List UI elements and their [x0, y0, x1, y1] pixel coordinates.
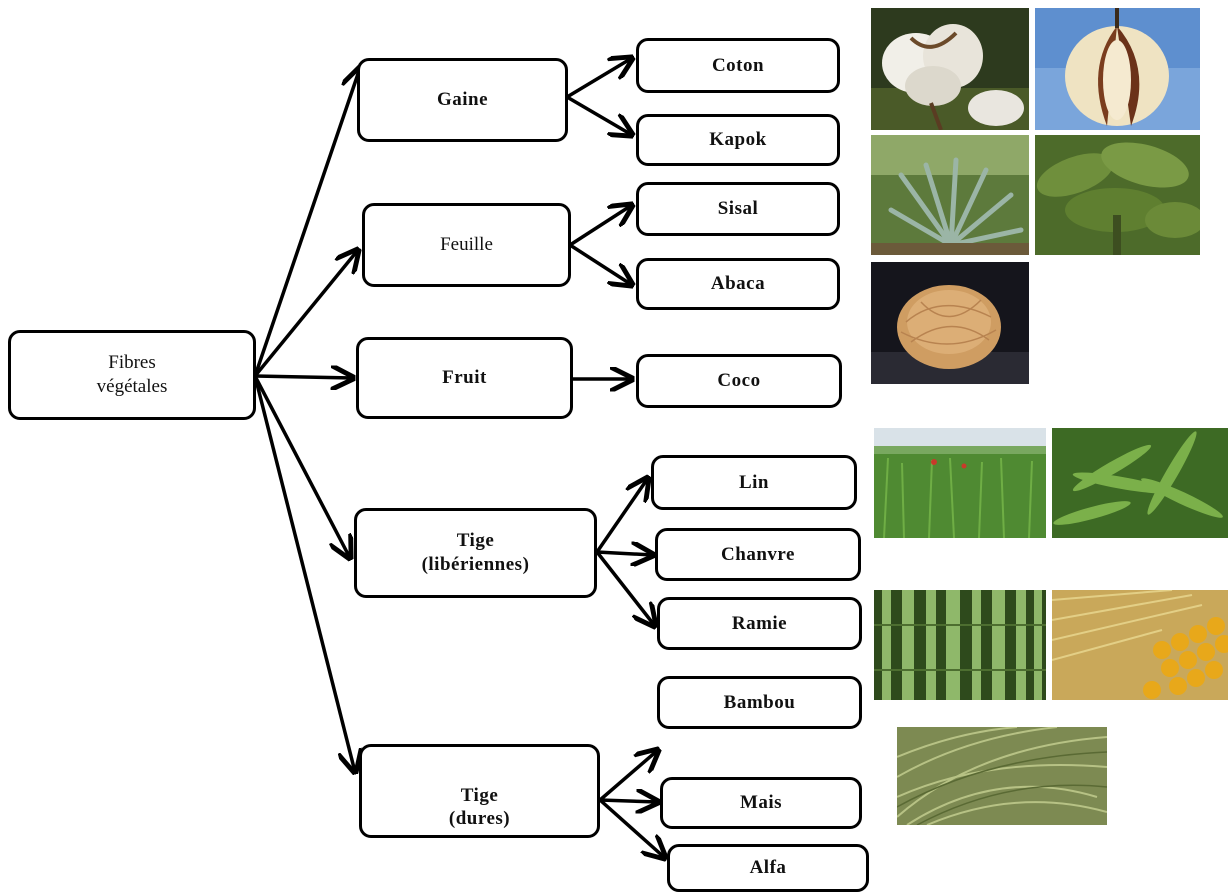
- arrow-gaine-kapok: [566, 95, 632, 135]
- cotton-photo: [871, 8, 1029, 130]
- lin-label: Lin: [738, 471, 770, 493]
- node-mais: Mais: [660, 777, 862, 829]
- bambou-label: Bambou: [723, 691, 796, 713]
- tige-dures-line2: (dures): [448, 808, 511, 830]
- arrow-tige-lin: [595, 478, 648, 553]
- arrow-gaine-coton: [566, 58, 632, 99]
- feuille-label: Feuille: [440, 234, 493, 256]
- alfa-label: Alfa: [749, 857, 787, 879]
- arrow-tige-ramie: [595, 550, 655, 626]
- coir-fibre-photo: [871, 262, 1029, 384]
- root-label-line2: végétales: [96, 376, 168, 397]
- arrow-root-feuille: [253, 250, 358, 378]
- alfa-grass-photo: [897, 727, 1107, 825]
- arrow-tige-chanvre: [596, 552, 653, 555]
- node-feuille: Feuille: [362, 203, 571, 287]
- arrow-feuille-sisal: [569, 205, 632, 247]
- sisal-plant-photo: [871, 135, 1029, 255]
- coton-label: Coton: [711, 54, 765, 76]
- node-tige-liberiennes: Tige (libériennes): [354, 508, 597, 598]
- node-coco: Coco: [636, 354, 842, 408]
- kapok-label: Kapok: [709, 129, 767, 151]
- node-sisal: Sisal: [636, 182, 840, 236]
- abaca-label: Abaca: [710, 273, 766, 295]
- arrow-tige-dures-alfa: [598, 798, 665, 858]
- hemp-leaf-photo: [1052, 428, 1228, 538]
- node-gaine: Gaine: [357, 58, 568, 142]
- tige-lib-line2: (libériennes): [421, 554, 530, 575]
- node-root: Fibres végétales: [8, 330, 256, 420]
- arrow-tige-dures-bambou: [598, 750, 658, 802]
- root-label-line1: Fibres: [108, 352, 156, 374]
- mais-label: Mais: [739, 792, 783, 814]
- arrow-tige-dures-mais: [599, 800, 658, 802]
- node-fruit: Fruit: [356, 337, 573, 419]
- chanvre-label: Chanvre: [721, 543, 795, 565]
- gaine-label: Gaine: [436, 89, 489, 111]
- kapok-photo: [1035, 8, 1200, 130]
- coco-label: Coco: [717, 370, 761, 392]
- arrow-root-tige-lib: [253, 375, 350, 558]
- node-abaca: Abaca: [636, 258, 840, 310]
- bamboo-photo: [874, 590, 1046, 700]
- node-bambou: Bambou: [657, 676, 862, 729]
- node-tige-dures: Tige (dures): [359, 744, 600, 838]
- node-lin: Lin: [651, 455, 857, 510]
- ramie-label: Ramie: [731, 612, 788, 634]
- node-coton: Coton: [636, 38, 840, 93]
- abaca-plant-photo: [1035, 135, 1200, 255]
- tige-dures-line1: Tige: [460, 784, 499, 806]
- sisal-label: Sisal: [717, 198, 759, 220]
- flax-field-photo: [874, 428, 1046, 538]
- node-ramie: Ramie: [657, 597, 862, 650]
- corn-photo: [1052, 590, 1228, 700]
- tige-lib-line1: Tige: [456, 530, 495, 552]
- arrow-root-tige-dures: [253, 375, 355, 772]
- arrow-feuille-abaca: [569, 243, 632, 285]
- node-alfa: Alfa: [667, 844, 869, 892]
- arrow-root-fruit: [254, 376, 353, 378]
- node-kapok: Kapok: [636, 114, 840, 166]
- node-chanvre: Chanvre: [655, 528, 861, 581]
- arrow-root-gaine: [253, 68, 360, 377]
- fruit-label: Fruit: [442, 367, 487, 389]
